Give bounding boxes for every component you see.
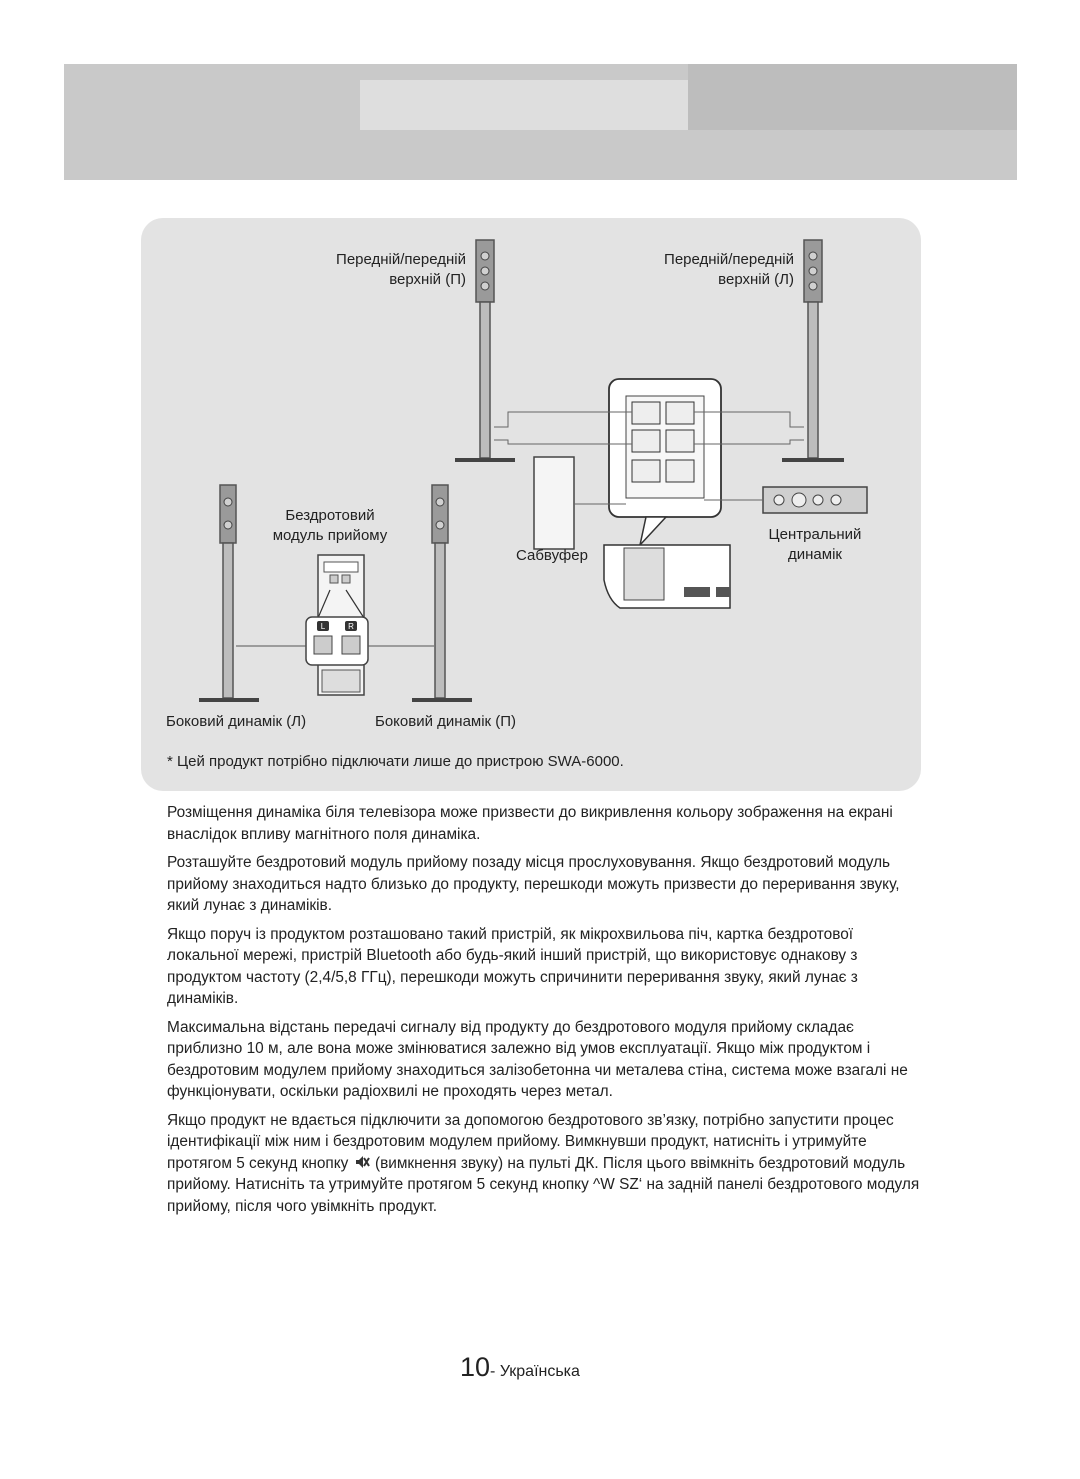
wireless-module-label-line1: Бездротовий: [285, 507, 375, 524]
connection-diagram: L R: [199, 239, 868, 702]
header-right-block: [688, 64, 1017, 130]
subwoofer: [533, 456, 575, 550]
mute-icon: [353, 1153, 371, 1175]
side-left-label: Боковий динамік (Л): [166, 713, 307, 730]
paragraph-3: Якщо поруч із продуктом розташовано таки…: [167, 925, 858, 1008]
page-language: - Українська: [490, 1363, 580, 1380]
page-footer: 10- Українська: [460, 1352, 580, 1383]
page-number: 10: [460, 1352, 491, 1382]
side-right-label: Боковий динамік (П): [375, 713, 517, 730]
center-speaker-label-line1: Центральний: [768, 526, 862, 543]
body-text: Розміщення динаміка біля телевізора може…: [167, 802, 927, 1224]
front-left-label-line2: верхній (Л): [718, 271, 794, 288]
front-right-label-line1: Передній/передній: [336, 251, 466, 268]
main-unit-terminal-zoom: [608, 378, 722, 548]
header-tab-highlight: [360, 80, 688, 130]
front-left-label-line1: Передній/передній: [664, 251, 794, 268]
side-right-speaker: [412, 484, 472, 702]
front-right-label-line2: верхній (П): [389, 271, 466, 288]
front-right-speaker: [455, 239, 515, 462]
center-speaker-label-line2: динамік: [788, 546, 842, 563]
paragraph-5-part-b: (вимкнення звуку) на пульті ДК. Після ць…: [167, 1154, 920, 1215]
wireless-connector-zoom: L R: [305, 616, 369, 666]
speaker-cables: [494, 411, 804, 505]
main-unit-rear: [603, 544, 731, 609]
subwoofer-label: Сабвуфер: [516, 547, 588, 564]
front-left-speaker: [782, 239, 844, 462]
wireless-port-right-label: R: [348, 622, 354, 631]
wireless-port-left-label: L: [321, 622, 326, 631]
paragraph-5-part-a: Якщо продукт не вдається підключити за д…: [167, 1111, 894, 1172]
center-speaker: [762, 486, 868, 514]
paragraph-5: Якщо продукт не вдається підключити за д…: [167, 1110, 927, 1218]
side-left-speaker: [199, 484, 259, 702]
paragraph-2: Розташуйте бездротовий модуль прийому по…: [167, 854, 900, 914]
diagram-footnote: * Цей продукт потрібно підключати лише д…: [167, 753, 624, 770]
paragraph-1: Розміщення динаміка біля телевізора може…: [167, 804, 893, 843]
wireless-module-label-line2: модуль прийому: [272, 527, 388, 544]
paragraph-4: Максимальна відстань передачі сигналу ві…: [167, 1018, 908, 1101]
